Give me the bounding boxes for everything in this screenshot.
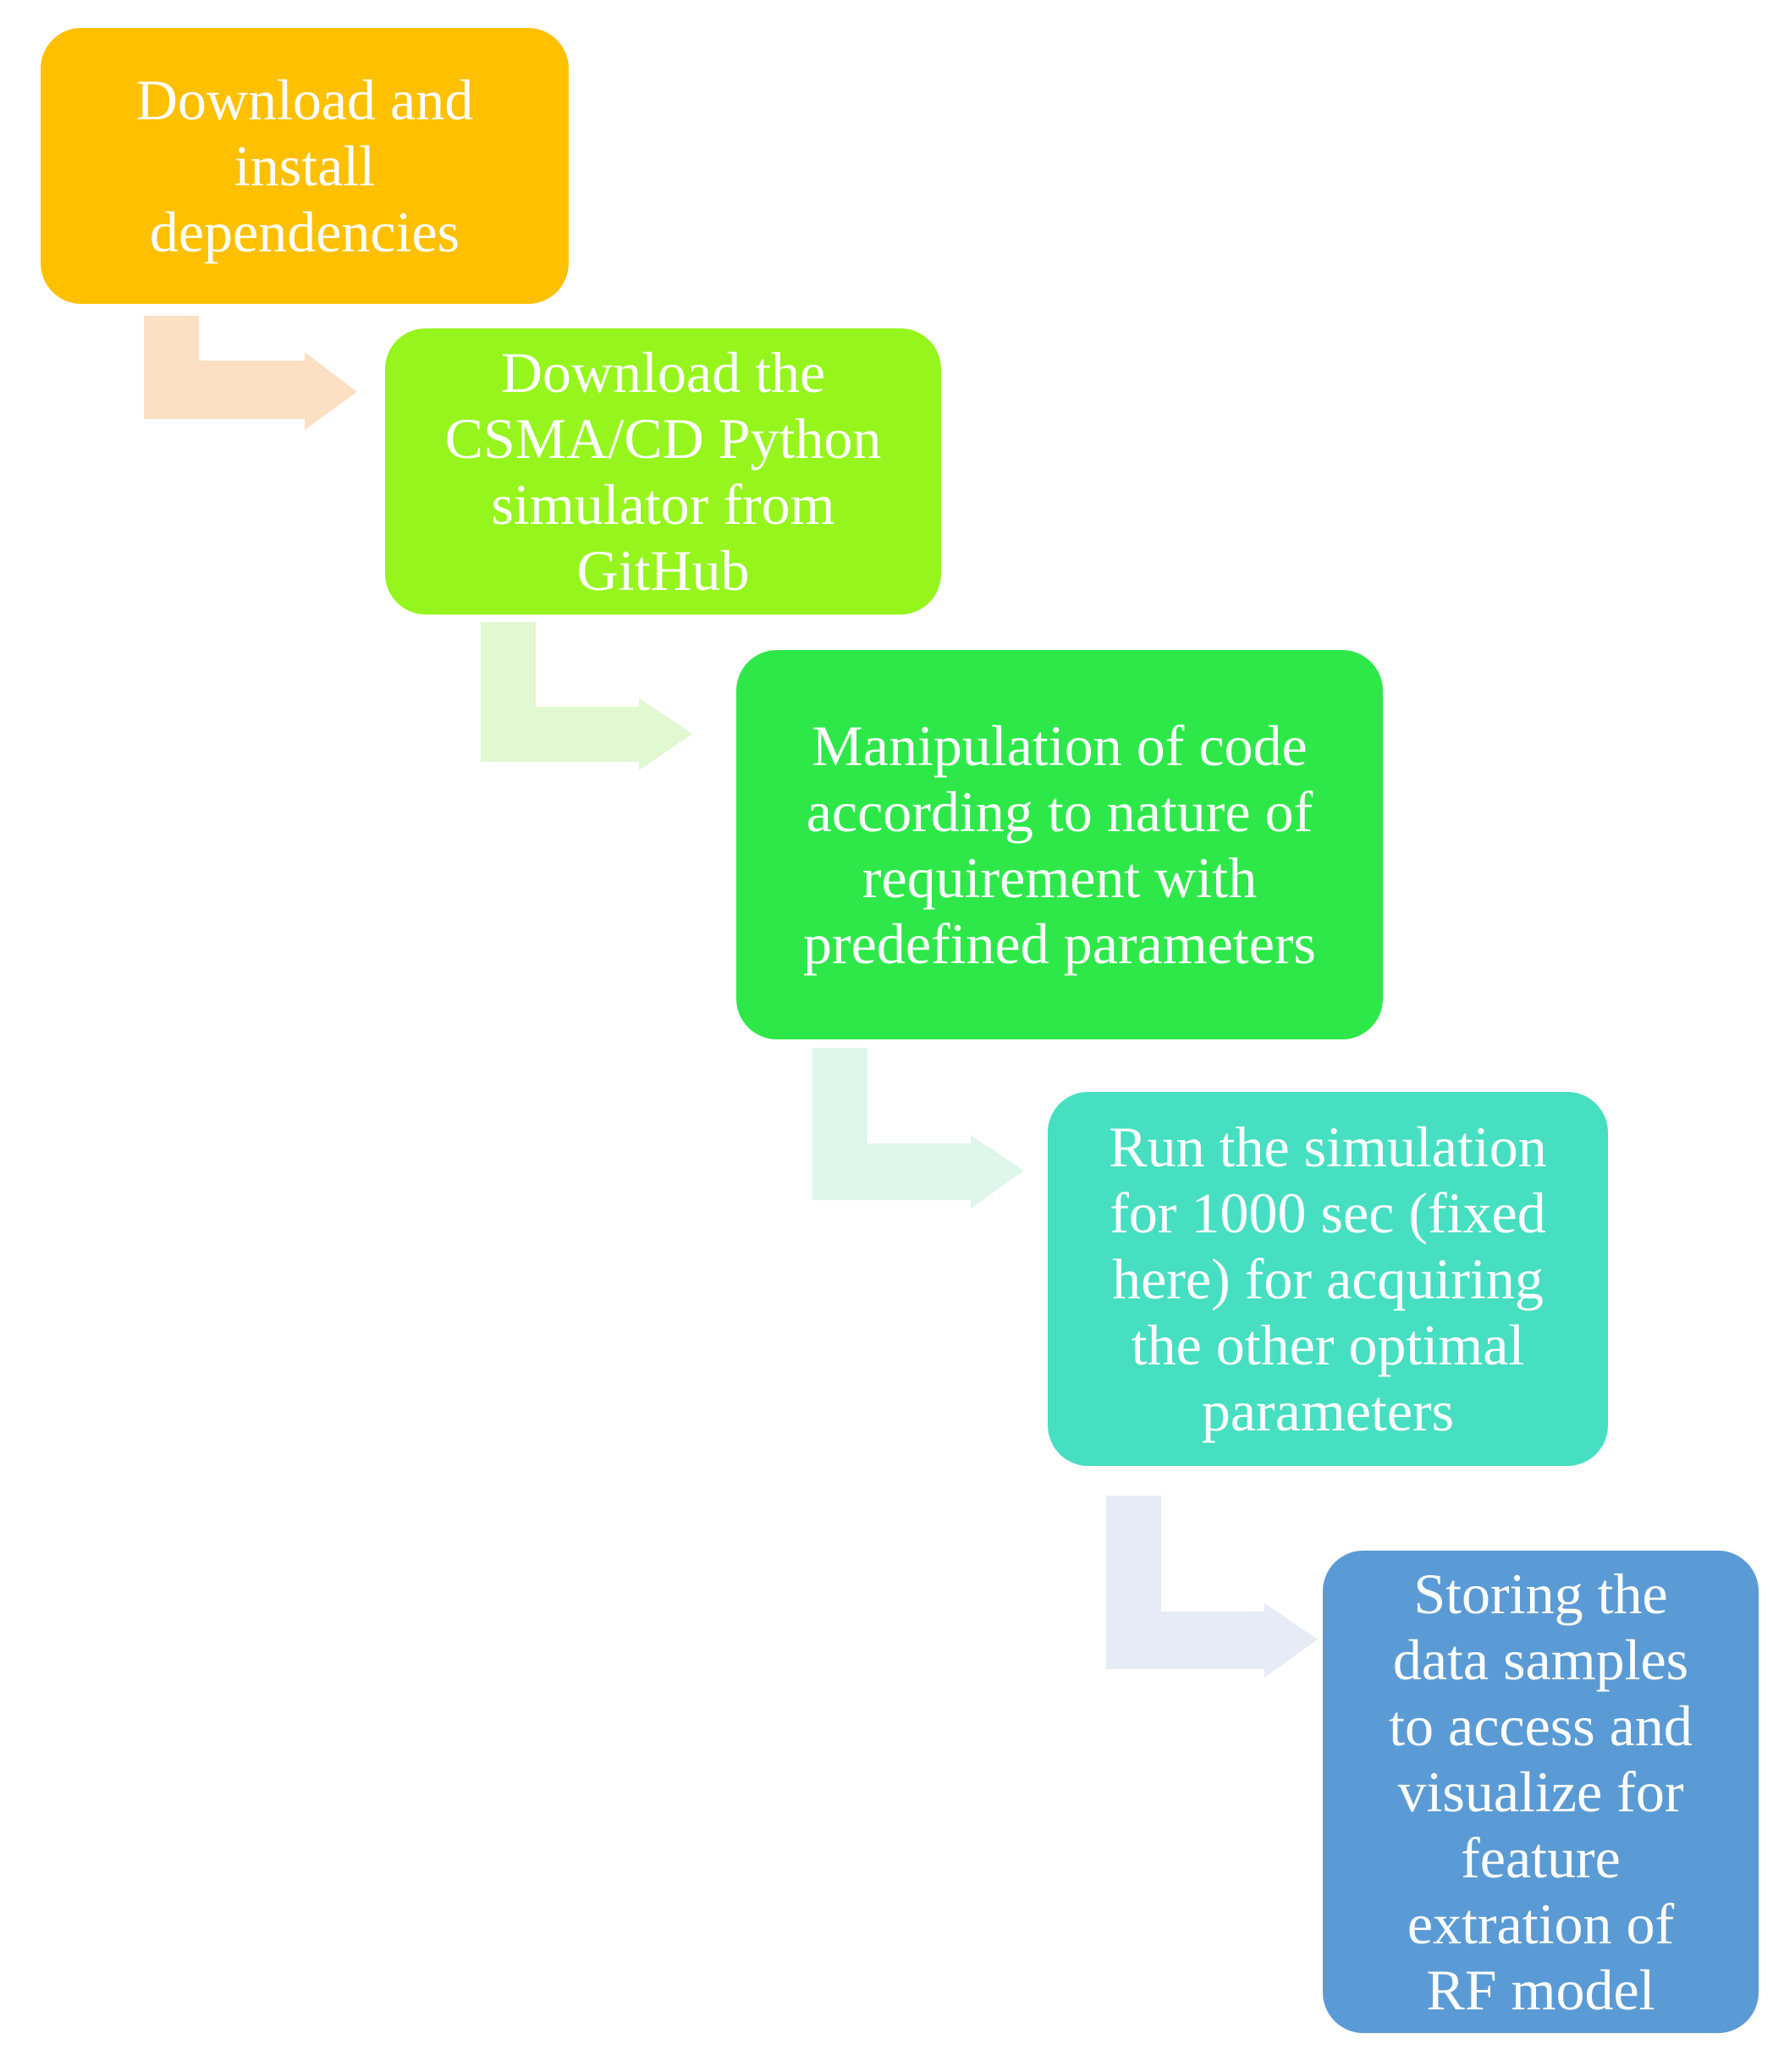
step-box-store-samples: Storing the data samples to access and v… xyxy=(1323,1551,1759,2033)
bent-arrow-icon-1 xyxy=(144,316,357,430)
bent-arrow-shape xyxy=(144,316,357,430)
bent-arrow-shape xyxy=(481,622,692,770)
step-box-run-simulation: Run the simulation for 1000 sec (fixed h… xyxy=(1048,1092,1608,1466)
step-box-manipulate-code: Manipulation of code according to nature… xyxy=(736,650,1383,1039)
step-label: Download and install dependencies xyxy=(135,68,474,264)
step-label: Storing the data samples to access and v… xyxy=(1389,1562,1693,2022)
bent-arrow-icon-3 xyxy=(812,1048,1024,1209)
bent-arrow-icon-2 xyxy=(481,622,692,770)
step-box-download-simulator: Download the CSMA/CD Python simulator fr… xyxy=(385,328,941,614)
step-box-download-dependencies: Download and install dependencies xyxy=(41,28,569,304)
step-label: Manipulation of code according to nature… xyxy=(803,714,1316,976)
step-label: Download the CSMA/CD Python simulator fr… xyxy=(444,340,882,603)
bent-arrow-icon-4 xyxy=(1106,1496,1318,1678)
bent-arrow-shape xyxy=(812,1048,1024,1209)
step-label: Run the simulation for 1000 sec (fixed h… xyxy=(1109,1115,1547,1443)
bent-arrow-shape xyxy=(1106,1496,1318,1678)
